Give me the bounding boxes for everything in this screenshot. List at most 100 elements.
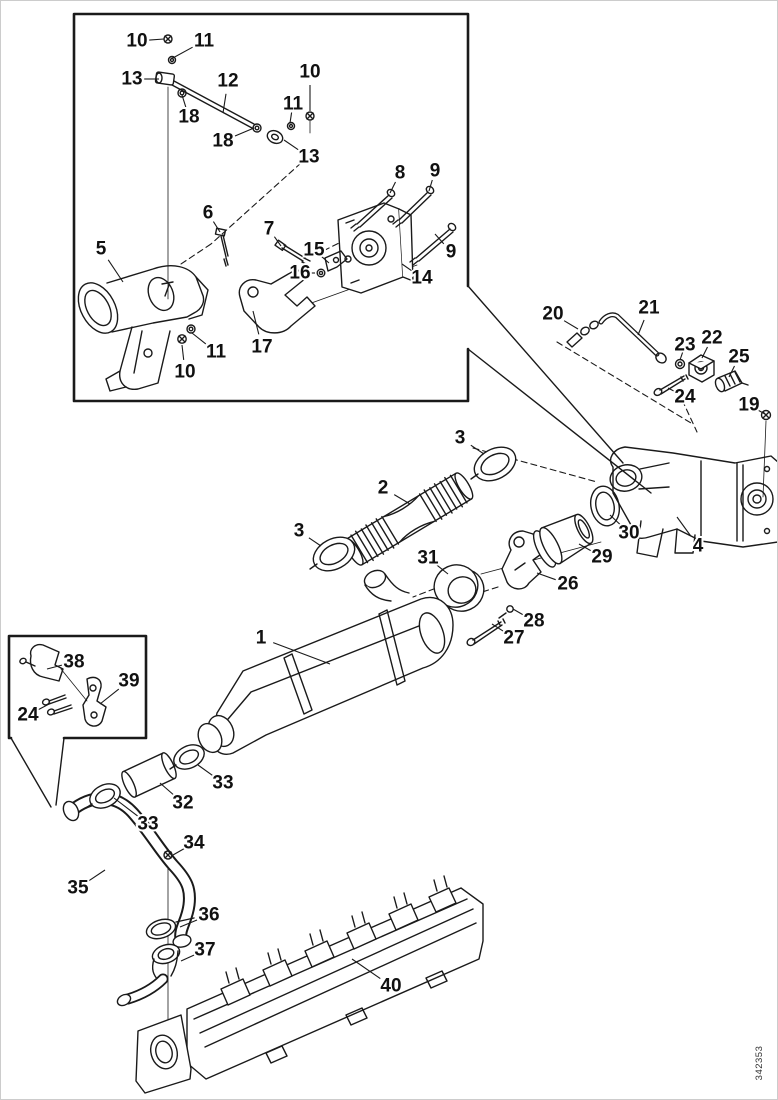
leader-line-13	[283, 139, 299, 151]
callout-29: 29	[591, 547, 612, 568]
callout-17: 17	[251, 337, 272, 358]
bracket-inset-frame	[7, 634, 148, 808]
callout-39: 39	[118, 671, 139, 692]
leader-line-20	[563, 320, 579, 330]
leader-line-10	[181, 344, 185, 360]
callout-11: 11	[194, 31, 215, 52]
callout-40: 40	[380, 976, 401, 997]
callout-4: 4	[693, 536, 704, 557]
part-16-nut	[316, 268, 326, 278]
leader-line-8	[389, 181, 396, 194]
leader-line-2	[393, 494, 411, 505]
leader-line-28	[512, 608, 525, 617]
part-34-bolt	[163, 850, 173, 860]
part-22-valve	[688, 354, 715, 383]
callout-19: 19	[738, 395, 759, 416]
callout-37: 37	[194, 940, 215, 961]
leader-line-33	[197, 764, 213, 776]
callout-13: 13	[298, 147, 319, 168]
callout-20: 20	[542, 304, 563, 325]
callout-38: 38	[63, 652, 84, 673]
part-32-hose	[121, 752, 177, 798]
part-31-clamp	[433, 564, 485, 612]
leader-line-35	[88, 869, 106, 882]
part-39-bracket	[60, 668, 107, 727]
part-5-egr-elbow	[77, 265, 209, 392]
leader-line-11	[170, 46, 193, 60]
part-1-egr-cooler	[197, 569, 454, 755]
callout-10: 10	[126, 31, 147, 52]
part-30-gasket	[589, 485, 621, 527]
leader-line-18	[234, 127, 255, 137]
leader-line-9	[428, 179, 433, 192]
leader-line-19	[755, 408, 766, 415]
callout-18: 18	[178, 107, 199, 128]
callout-11: 11	[283, 94, 304, 115]
leader-line-3	[470, 444, 485, 455]
part-12-linkage	[154, 34, 315, 145]
leader-line-15	[320, 255, 330, 264]
part-7-bolt	[274, 239, 311, 266]
callout-13: 13	[121, 69, 142, 90]
callout-16: 16	[289, 263, 310, 284]
part-33-clamp-right	[169, 744, 205, 770]
leader-line-40	[351, 958, 381, 980]
leader-line-26	[536, 572, 556, 581]
bolts-8-9	[350, 185, 457, 266]
leader-line-11	[191, 332, 207, 345]
leader-line-33	[113, 797, 139, 817]
part-28-stud	[498, 605, 514, 619]
callout-24: 24	[674, 387, 696, 408]
leader-line-36	[179, 919, 198, 928]
leader-line-38	[46, 664, 63, 670]
callout-12: 12	[217, 71, 238, 92]
part-20-fitting	[566, 320, 599, 348]
leader-line-37	[180, 954, 195, 962]
callout-8: 8	[395, 163, 406, 184]
callout-34: 34	[183, 833, 205, 854]
leader-line-11	[289, 112, 293, 124]
callout-2: 2	[378, 478, 389, 499]
part-24-bolt	[653, 374, 689, 397]
part-15-clip	[324, 250, 348, 272]
leader-line-29	[578, 543, 592, 552]
part-25-fitting	[714, 370, 749, 393]
leader-line-25	[728, 365, 735, 378]
callout-3: 3	[455, 428, 466, 449]
callout-3: 3	[294, 521, 305, 542]
callout-9: 9	[446, 242, 457, 263]
callout-6: 6	[203, 203, 214, 224]
part-37-fitting	[116, 943, 181, 1007]
leader-line-31	[436, 564, 449, 575]
leader-line-22	[701, 346, 708, 359]
callout-7: 7	[264, 219, 275, 240]
callout-25: 25	[728, 347, 750, 368]
part-27-bolt	[466, 618, 506, 647]
leader-line-5	[107, 259, 124, 283]
part-23-nut	[674, 358, 686, 370]
leader-line-32	[159, 782, 174, 795]
part-19-bolt	[760, 409, 772, 421]
leader-line-14	[401, 263, 414, 273]
callout-28: 28	[523, 611, 544, 632]
callout-26: 26	[557, 574, 578, 595]
leader-line-30	[609, 514, 621, 526]
callout-5: 5	[96, 239, 107, 260]
part-3-clamp-upper	[470, 446, 517, 482]
part-4-manifold-rear	[609, 446, 777, 558]
callout-33: 33	[212, 773, 233, 794]
leader-line-34	[172, 847, 185, 856]
part-17-bracket	[238, 268, 316, 334]
leader-line-9	[434, 233, 445, 245]
callout-9: 9	[430, 161, 441, 182]
callout-10: 10	[299, 62, 320, 83]
part-26-bracket	[501, 530, 545, 590]
figure-code: 342353	[754, 1046, 765, 1081]
callout-23: 23	[674, 335, 695, 356]
leader-line-24	[667, 387, 678, 394]
leader-line-1	[273, 642, 331, 665]
part-40-exhaust-manifold	[135, 875, 484, 1094]
callout-15: 15	[303, 240, 325, 261]
leader-line-12	[222, 93, 227, 114]
